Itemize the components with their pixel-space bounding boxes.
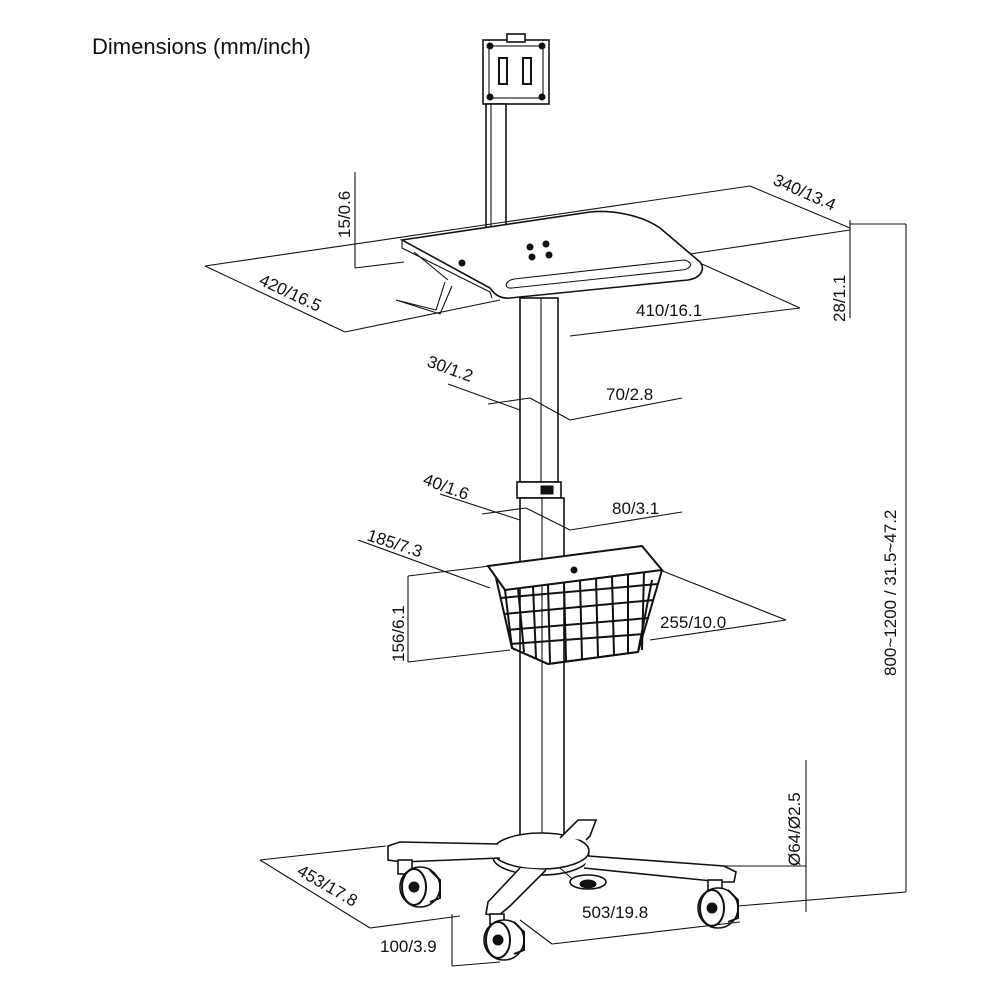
- dim-basket-depth: 255/10.0: [660, 613, 726, 632]
- dim-upper-pole-large: 70/2.8: [606, 385, 653, 404]
- caster-back: [569, 874, 607, 890]
- dim-base-depth: 453/17.8: [294, 861, 361, 911]
- column-upper: [519, 297, 559, 483]
- dim-tray-height: 15/0.6: [335, 191, 354, 238]
- laptop-tray: [395, 210, 704, 315]
- star-base: [387, 819, 737, 917]
- dim-lower-pole-small: 40/1.6: [421, 470, 472, 504]
- dim-lower-pole-large: 80/3.1: [612, 499, 659, 518]
- monitor-mast: [485, 103, 507, 233]
- dim-upper-pole-small: 30/1.2: [425, 352, 476, 386]
- dim-basket-width: 185/7.3: [365, 526, 425, 562]
- dim-basket-height: 156/6.1: [389, 605, 408, 662]
- dim-tray-depth: 420/16.5: [256, 270, 324, 315]
- dim-tray-width: 340/13.4: [770, 170, 838, 214]
- dim-total-height: 800~1200 / 31.5~47.2: [881, 510, 900, 676]
- dim-tray-thickness: 28/1.1: [830, 275, 849, 322]
- caster-right: [697, 879, 739, 929]
- vesa-mount: [482, 33, 550, 105]
- dim-caster-diameter: Ø64/Ø2.5: [785, 792, 804, 866]
- column-lower: [519, 497, 565, 851]
- caster-front: [483, 913, 525, 961]
- diagram-title: Dimensions (mm/inch): [92, 34, 311, 59]
- caster-left: [397, 859, 441, 908]
- column-collar: [516, 481, 562, 499]
- wire-basket: [486, 544, 664, 666]
- dim-tray-inner: 410/16.1: [636, 301, 702, 320]
- dimension-lines: [204, 172, 907, 967]
- dim-caster-height: 100/3.9: [380, 937, 437, 956]
- dim-base-width: 503/19.8: [582, 903, 648, 922]
